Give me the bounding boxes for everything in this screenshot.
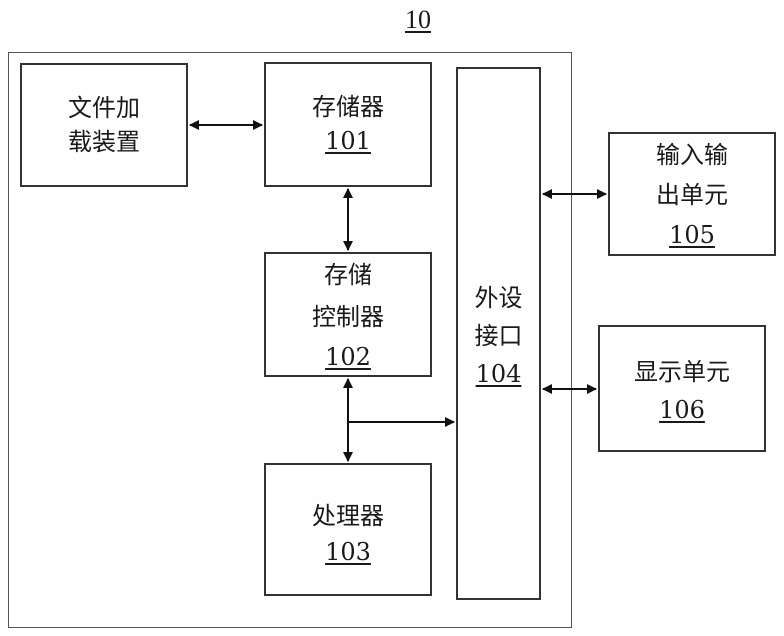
- connector-arrows: [0, 0, 784, 636]
